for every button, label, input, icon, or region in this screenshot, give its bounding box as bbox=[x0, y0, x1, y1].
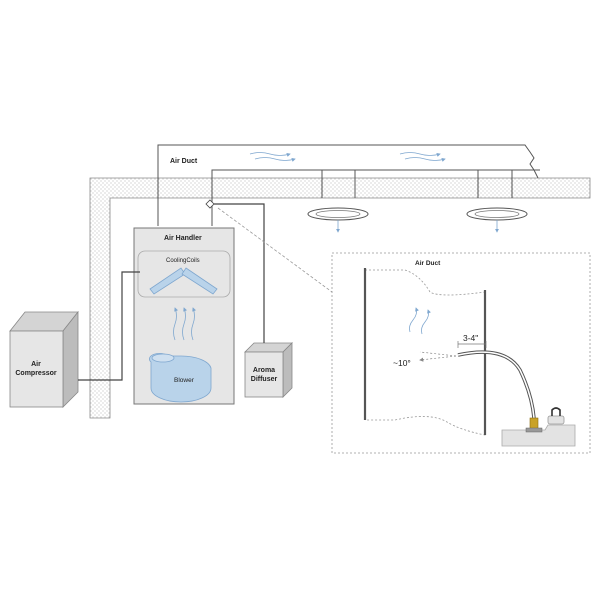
duct-airflow-arrows bbox=[249, 152, 446, 162]
handler-airflow-arrows bbox=[173, 307, 196, 341]
cooling-coils-label: CoolingCoils bbox=[166, 258, 200, 264]
distance-label: 3-4" bbox=[463, 333, 478, 343]
blower-label: Blower bbox=[174, 377, 195, 384]
distance-dimension bbox=[457, 341, 487, 348]
inset-airflow-arrows bbox=[409, 307, 431, 335]
air-handler-label: Air Handler bbox=[164, 235, 202, 242]
connecting-tubes bbox=[78, 203, 265, 381]
inset-diffuser-unit bbox=[501, 407, 576, 447]
ceiling-vent-left bbox=[307, 207, 369, 233]
inset-leader-line bbox=[217, 207, 333, 293]
diffuser-tube bbox=[457, 350, 536, 419]
cooling-coils bbox=[137, 250, 231, 298]
aroma-diffuser-label-line2: Diffuser bbox=[251, 376, 278, 383]
air-compressor-label-line2: Compressor bbox=[15, 370, 57, 377]
air-compressor bbox=[9, 310, 79, 408]
main-air-duct bbox=[157, 144, 540, 226]
inset-air-duct-label: Air Duct bbox=[415, 260, 441, 267]
air-duct-label: Air Duct bbox=[170, 158, 198, 165]
air-compressor-label-line1: Air bbox=[31, 361, 41, 368]
insulation-band bbox=[89, 177, 591, 419]
ceiling-vent-right bbox=[466, 207, 528, 233]
aroma-diffuser-label-line1: Aroma bbox=[253, 367, 275, 374]
branch-ducts bbox=[321, 170, 513, 198]
angle-label: ~10° bbox=[393, 358, 411, 368]
injection-point-icon bbox=[205, 199, 215, 209]
aroma-diffuser bbox=[244, 342, 293, 398]
blower bbox=[149, 353, 212, 403]
